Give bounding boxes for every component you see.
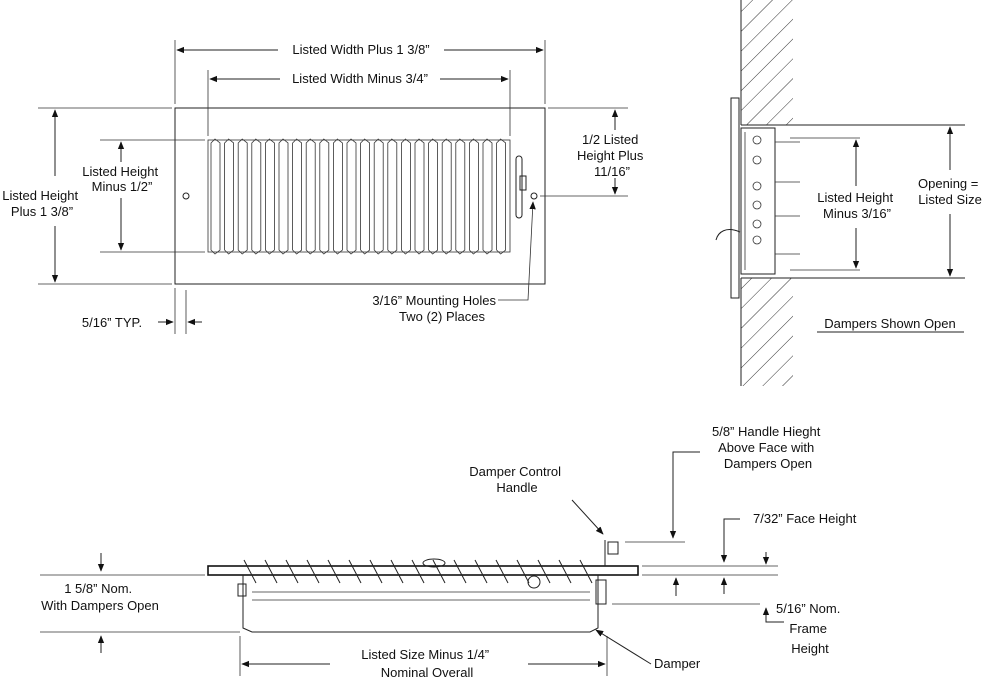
overall-size-label: Listed Size Minus 1/4” Nominal Overall	[361, 647, 493, 680]
register-frame-side	[740, 127, 776, 275]
damper-slat	[495, 559, 509, 584]
damper-handle-label: Damper Control Handle	[469, 464, 564, 495]
damper-lever-knob	[519, 175, 527, 191]
register-face	[174, 107, 546, 285]
louver-blades	[210, 138, 506, 255]
bottom-view: 5/8” Handle Hieght Above Face with Dampe…	[40, 424, 857, 680]
pivot-hole	[752, 135, 762, 145]
mounting-clip-left	[237, 583, 247, 597]
front-view: Listed Width Plus 1 3/8” Listed Width Mi…	[2, 40, 647, 334]
side-view: Listed Height Minus 3/16” Opening = List…	[715, 0, 982, 386]
inner-height-label: Listed Height Minus 1/2”	[82, 164, 162, 194]
half-height-label: 1/2 Listed Height Plus 11/16”	[577, 132, 647, 179]
damper-slat	[285, 559, 299, 584]
damper-slat	[411, 559, 425, 584]
wall-above	[741, 0, 793, 125]
mounting-holes-label: 3/16” Mounting Holes Two (2) Places	[372, 293, 499, 324]
louver-blade	[387, 138, 398, 255]
louver-blade	[305, 138, 316, 255]
pivot-hole	[752, 219, 762, 229]
nominal-depth-label: 1 5/8” Nom. With Dampers Open	[41, 581, 159, 613]
mounting-hole-left	[182, 192, 190, 200]
damper-slat	[579, 559, 593, 584]
face-height-label: 7/32” Face Height	[753, 511, 857, 526]
damper-lever	[515, 155, 523, 219]
side-view-caption: Dampers Shown Open	[824, 316, 956, 331]
louver-blade	[482, 138, 493, 255]
louver-blade	[251, 138, 262, 255]
louver-blade	[237, 138, 248, 255]
louver-blade	[292, 138, 302, 255]
damper-handle	[607, 541, 619, 555]
overall-width-label: Listed Width Plus 1 3/8”	[292, 42, 429, 57]
inner-width-label: Listed Width Minus 3/4”	[292, 71, 428, 86]
louver-blade	[360, 138, 370, 255]
damper-slat	[474, 559, 488, 584]
pivot-hole	[752, 200, 762, 210]
louver-blade	[265, 138, 275, 255]
register-opening	[207, 139, 511, 253]
damper-slats	[243, 559, 593, 584]
louver-blade	[346, 138, 357, 255]
damper-pivot	[422, 558, 446, 568]
damper-handle-side	[715, 229, 741, 241]
overall-height-label: Listed Height Plus 1 3/8”	[2, 188, 82, 219]
louver-blade	[441, 138, 452, 255]
louver-blade	[373, 138, 384, 255]
register-face-profile	[207, 565, 639, 576]
louver-blade	[224, 138, 234, 255]
louver-blade	[469, 138, 479, 255]
damper-slat	[369, 559, 383, 584]
opening-label: Opening = Listed Size	[918, 176, 982, 207]
damper-pivots	[752, 135, 762, 245]
pivot-hole	[752, 155, 762, 165]
damper-slat	[390, 559, 404, 584]
louver-blade	[496, 138, 506, 255]
louver-blade	[455, 138, 466, 255]
damper-slat	[348, 559, 362, 584]
damper-slat	[516, 559, 530, 584]
louver-blade	[210, 138, 221, 255]
louver-blade	[428, 138, 438, 255]
frame-height-label: 5/16” Nom. Frame Height	[776, 601, 844, 656]
damper-slat	[432, 559, 446, 584]
louver-blade	[278, 138, 289, 255]
damper-slat	[264, 559, 278, 584]
side-inner-height-label: Listed Height Minus 3/16”	[817, 190, 897, 221]
louver-blade	[414, 138, 425, 255]
register-frame-profile	[242, 575, 599, 633]
handle-height-label: 5/8” Handle Hieght Above Face with Dampe…	[712, 424, 824, 471]
register-face-side	[730, 97, 740, 299]
damper-clip-right	[595, 579, 607, 605]
damper-slat	[327, 559, 341, 584]
damper-screw	[527, 575, 541, 589]
damper-slat	[306, 559, 320, 584]
mounting-hole-right	[530, 192, 538, 200]
louver-blade	[333, 138, 343, 255]
wall-below	[741, 278, 793, 386]
damper-slat	[453, 559, 467, 584]
pivot-hole	[752, 235, 762, 245]
damper-label: Damper	[654, 656, 701, 671]
louver-blade	[319, 138, 330, 255]
damper-slat	[537, 559, 551, 584]
hole-offset-label: 5/16” TYP.	[82, 315, 142, 330]
damper-slat	[558, 559, 572, 584]
louver-blade	[401, 138, 411, 255]
pivot-hole	[752, 181, 762, 191]
damper-slat	[243, 559, 257, 584]
